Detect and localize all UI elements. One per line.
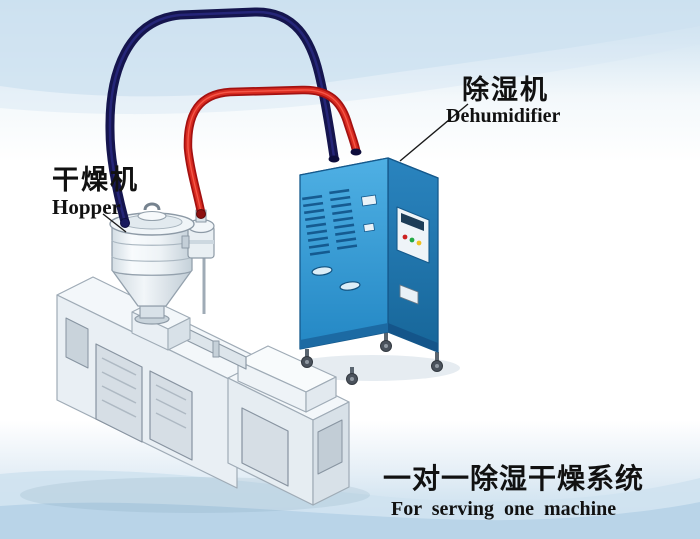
caption-en: For serving one machine <box>391 498 617 520</box>
label-hopper-en: Hopper <box>52 195 121 219</box>
label-hopper-cn: 干燥机 <box>52 165 139 195</box>
leader-line-dehumidifier <box>399 103 469 162</box>
leader-line-hopper <box>102 213 127 233</box>
air-hoses <box>105 7 362 228</box>
caption-cn: 一对一除湿干燥系统 <box>383 463 645 494</box>
oval-vent-2 <box>339 281 361 291</box>
extruder-machine <box>56 276 350 506</box>
vent-louvers-left <box>302 194 331 256</box>
hopper-dryer <box>109 202 215 325</box>
label-dehumidifier-cn: 除湿机 <box>462 75 549 105</box>
vent-louvers-right <box>329 188 358 250</box>
hose-fitting-hopper-lid <box>120 218 130 228</box>
hose-inlet-left <box>328 155 340 163</box>
control-panel <box>396 206 430 305</box>
oval-vent-1 <box>311 266 333 276</box>
hopper-body <box>111 223 193 276</box>
caster-wheels <box>301 332 443 385</box>
hose-inlet-right <box>350 148 362 156</box>
dry-air-hose <box>183 85 361 217</box>
hose-fitting-loader <box>196 209 206 219</box>
dehumidifier-cabinet <box>299 157 443 385</box>
lid-handle <box>143 202 161 211</box>
label-dehumidifier-en: Dehumidifier <box>446 105 561 127</box>
